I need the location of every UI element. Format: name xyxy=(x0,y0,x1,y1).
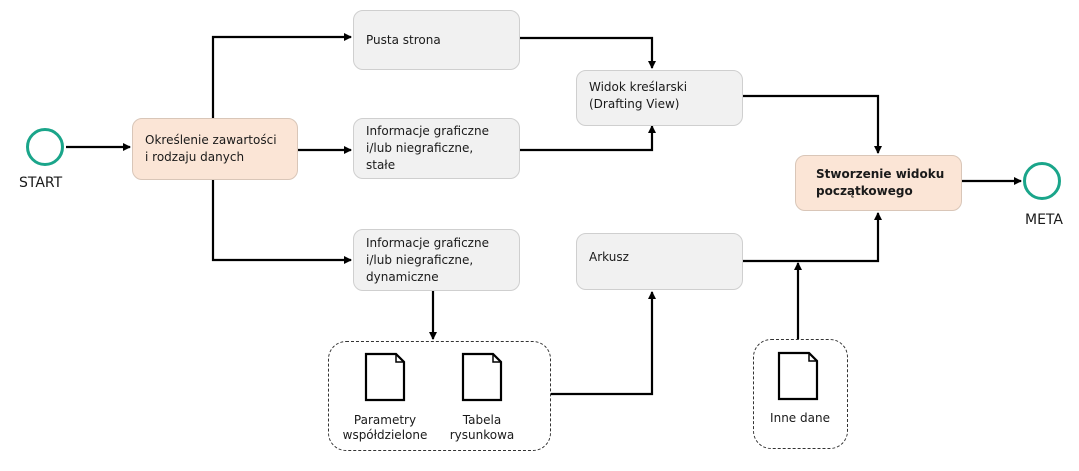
document-icon xyxy=(777,351,819,401)
node-create-initial-view[interactable]: Stworzenie widoku początkowego xyxy=(795,155,962,211)
end-event[interactable] xyxy=(1023,162,1061,200)
document-icon xyxy=(364,352,406,402)
document-icon xyxy=(461,352,503,402)
node-label: Widok kreślarski (Drafting View) xyxy=(589,80,688,111)
node-empty-page[interactable]: Pusta strona xyxy=(353,10,520,70)
node-drafting-view[interactable]: Widok kreślarski (Drafting View) xyxy=(576,70,743,126)
edge-shared-sheet xyxy=(551,291,656,396)
group-shared-data[interactable] xyxy=(328,341,551,451)
edge-sheet-create xyxy=(743,212,882,263)
group-other-data[interactable] xyxy=(753,339,848,449)
doc-label-shared-params: Parametry współdzielone xyxy=(342,413,428,442)
node-label: Arkusz xyxy=(589,250,629,264)
start-event[interactable] xyxy=(26,128,64,166)
node-label: Stworzenie widoku początkowego xyxy=(816,167,945,198)
node-label: Pusta strona xyxy=(366,32,441,47)
edge-drafting-create xyxy=(743,94,882,154)
node-dynamic-info[interactable]: Informacje graficzne i/lub niegraficzne,… xyxy=(353,229,520,291)
node-sheet[interactable]: Arkusz xyxy=(576,233,743,290)
node-label: Informacje graficzne i/lub niegraficzne,… xyxy=(366,235,489,284)
edge-define-dynamic-info xyxy=(211,180,352,264)
node-define-content[interactable]: Określenie zawartości i rodzaju danych xyxy=(132,118,298,180)
start-label: START xyxy=(19,175,63,191)
edge-define-empty-page xyxy=(211,33,352,119)
doc-label-other-data: Inne dane xyxy=(770,411,830,425)
node-label: Informacje graficzne i/lub niegraficzne,… xyxy=(366,124,489,172)
edge-static-info-drafting xyxy=(519,125,656,152)
node-label: Określenie zawartości i rodzaju danych xyxy=(145,133,277,164)
doc-label-drawing-table: Tabela rysunkowa xyxy=(449,413,515,442)
node-static-info[interactable]: Informacje graficzne i/lub niegraficzne,… xyxy=(353,118,520,179)
end-label: META xyxy=(1025,212,1063,228)
edge-empty-page-drafting xyxy=(519,36,656,69)
